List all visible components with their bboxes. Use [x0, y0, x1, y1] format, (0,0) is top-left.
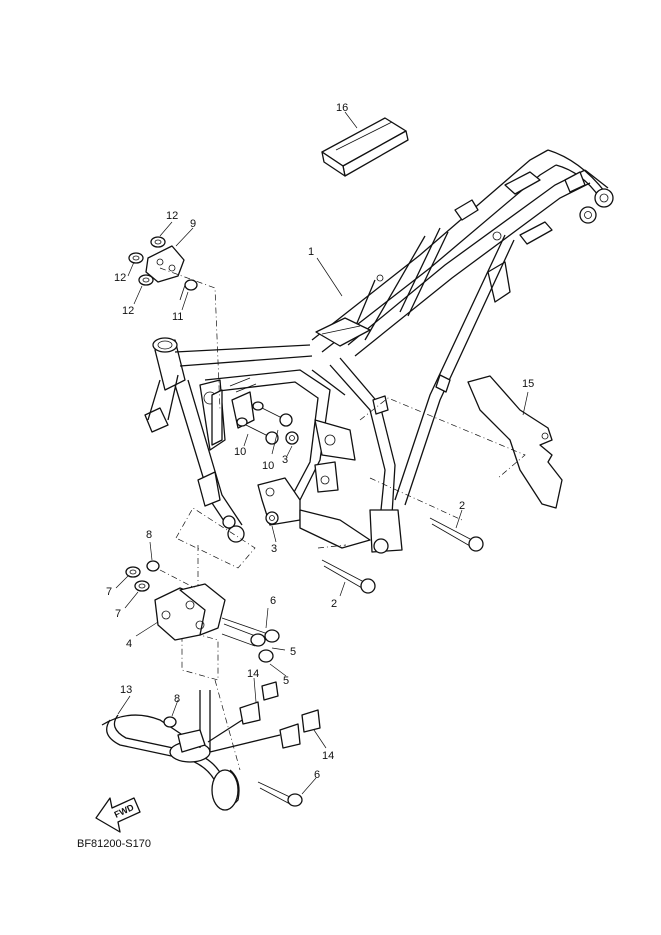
leader-lines	[115, 111, 529, 795]
callout-8-b: 8	[174, 693, 180, 705]
callout-15: 15	[522, 378, 534, 390]
part-4-engine-bracket[interactable]	[154, 583, 226, 641]
callout-13: 13	[120, 684, 132, 696]
callout-1: 1	[308, 246, 314, 258]
fwd-arrow-icon: FWD	[95, 797, 141, 833]
part-12-nut-c[interactable]	[138, 274, 154, 286]
part-12-nut-b[interactable]	[128, 252, 144, 264]
callout-8-a: 8	[146, 529, 152, 541]
part-2-bolt-a[interactable]	[429, 517, 484, 552]
diagram-code: BF81200-S170	[77, 838, 151, 850]
callout-14-a: 14	[247, 668, 259, 680]
part-13-guard[interactable]	[101, 690, 281, 811]
part-1-main-frame[interactable]	[144, 149, 614, 554]
part-7-washer-a[interactable]	[125, 566, 141, 578]
callout-12-a: 12	[166, 210, 178, 222]
callout-3-a: 3	[282, 454, 288, 466]
part-3-nut-a[interactable]	[285, 431, 299, 445]
callout-2-b: 2	[331, 598, 337, 610]
callout-9: 9	[190, 218, 196, 230]
callout-5-a: 5	[290, 646, 296, 658]
callout-7-a: 7	[106, 586, 112, 598]
part-15-plate[interactable]	[467, 375, 563, 509]
callout-14-b: 14	[322, 750, 334, 762]
part-6-bolt-a[interactable]	[221, 617, 280, 643]
callout-6-b: 6	[314, 769, 320, 781]
part-5-nut-b[interactable]	[258, 649, 274, 663]
part-14-clamp-a[interactable]	[239, 681, 279, 725]
callout-16: 16	[336, 102, 348, 114]
callout-10-a: 10	[234, 446, 246, 458]
part-8-nut-a[interactable]	[146, 560, 160, 572]
part-12-nut-a[interactable]	[150, 236, 166, 248]
callout-4: 4	[126, 638, 132, 650]
part-10-bolt-b[interactable]	[236, 417, 279, 445]
part-3-nut-b[interactable]	[265, 511, 279, 525]
part-16-pad[interactable]	[321, 117, 409, 177]
part-11-bolt[interactable]	[179, 279, 198, 301]
callout-12-c: 12	[122, 305, 134, 317]
callout-11: 11	[172, 311, 183, 323]
callout-5-b: 5	[283, 675, 289, 687]
callout-12-b: 12	[114, 272, 126, 284]
part-5-nut-a[interactable]	[221, 633, 266, 647]
part-2-bolt-b[interactable]	[321, 559, 376, 594]
callout-10-b: 10	[262, 460, 274, 472]
callout-2-a: 2	[459, 500, 465, 512]
part-10-bolt-a[interactable]	[252, 401, 293, 427]
callout-3-b: 3	[271, 543, 277, 555]
part-7-washer-b[interactable]	[134, 580, 150, 592]
callout-7-b: 7	[115, 608, 121, 620]
part-14-clamp-b[interactable]	[279, 709, 321, 749]
callout-6-a: 6	[270, 595, 276, 607]
part-6-bolt-b[interactable]	[257, 781, 303, 807]
part-8-nut-b[interactable]	[163, 716, 177, 728]
